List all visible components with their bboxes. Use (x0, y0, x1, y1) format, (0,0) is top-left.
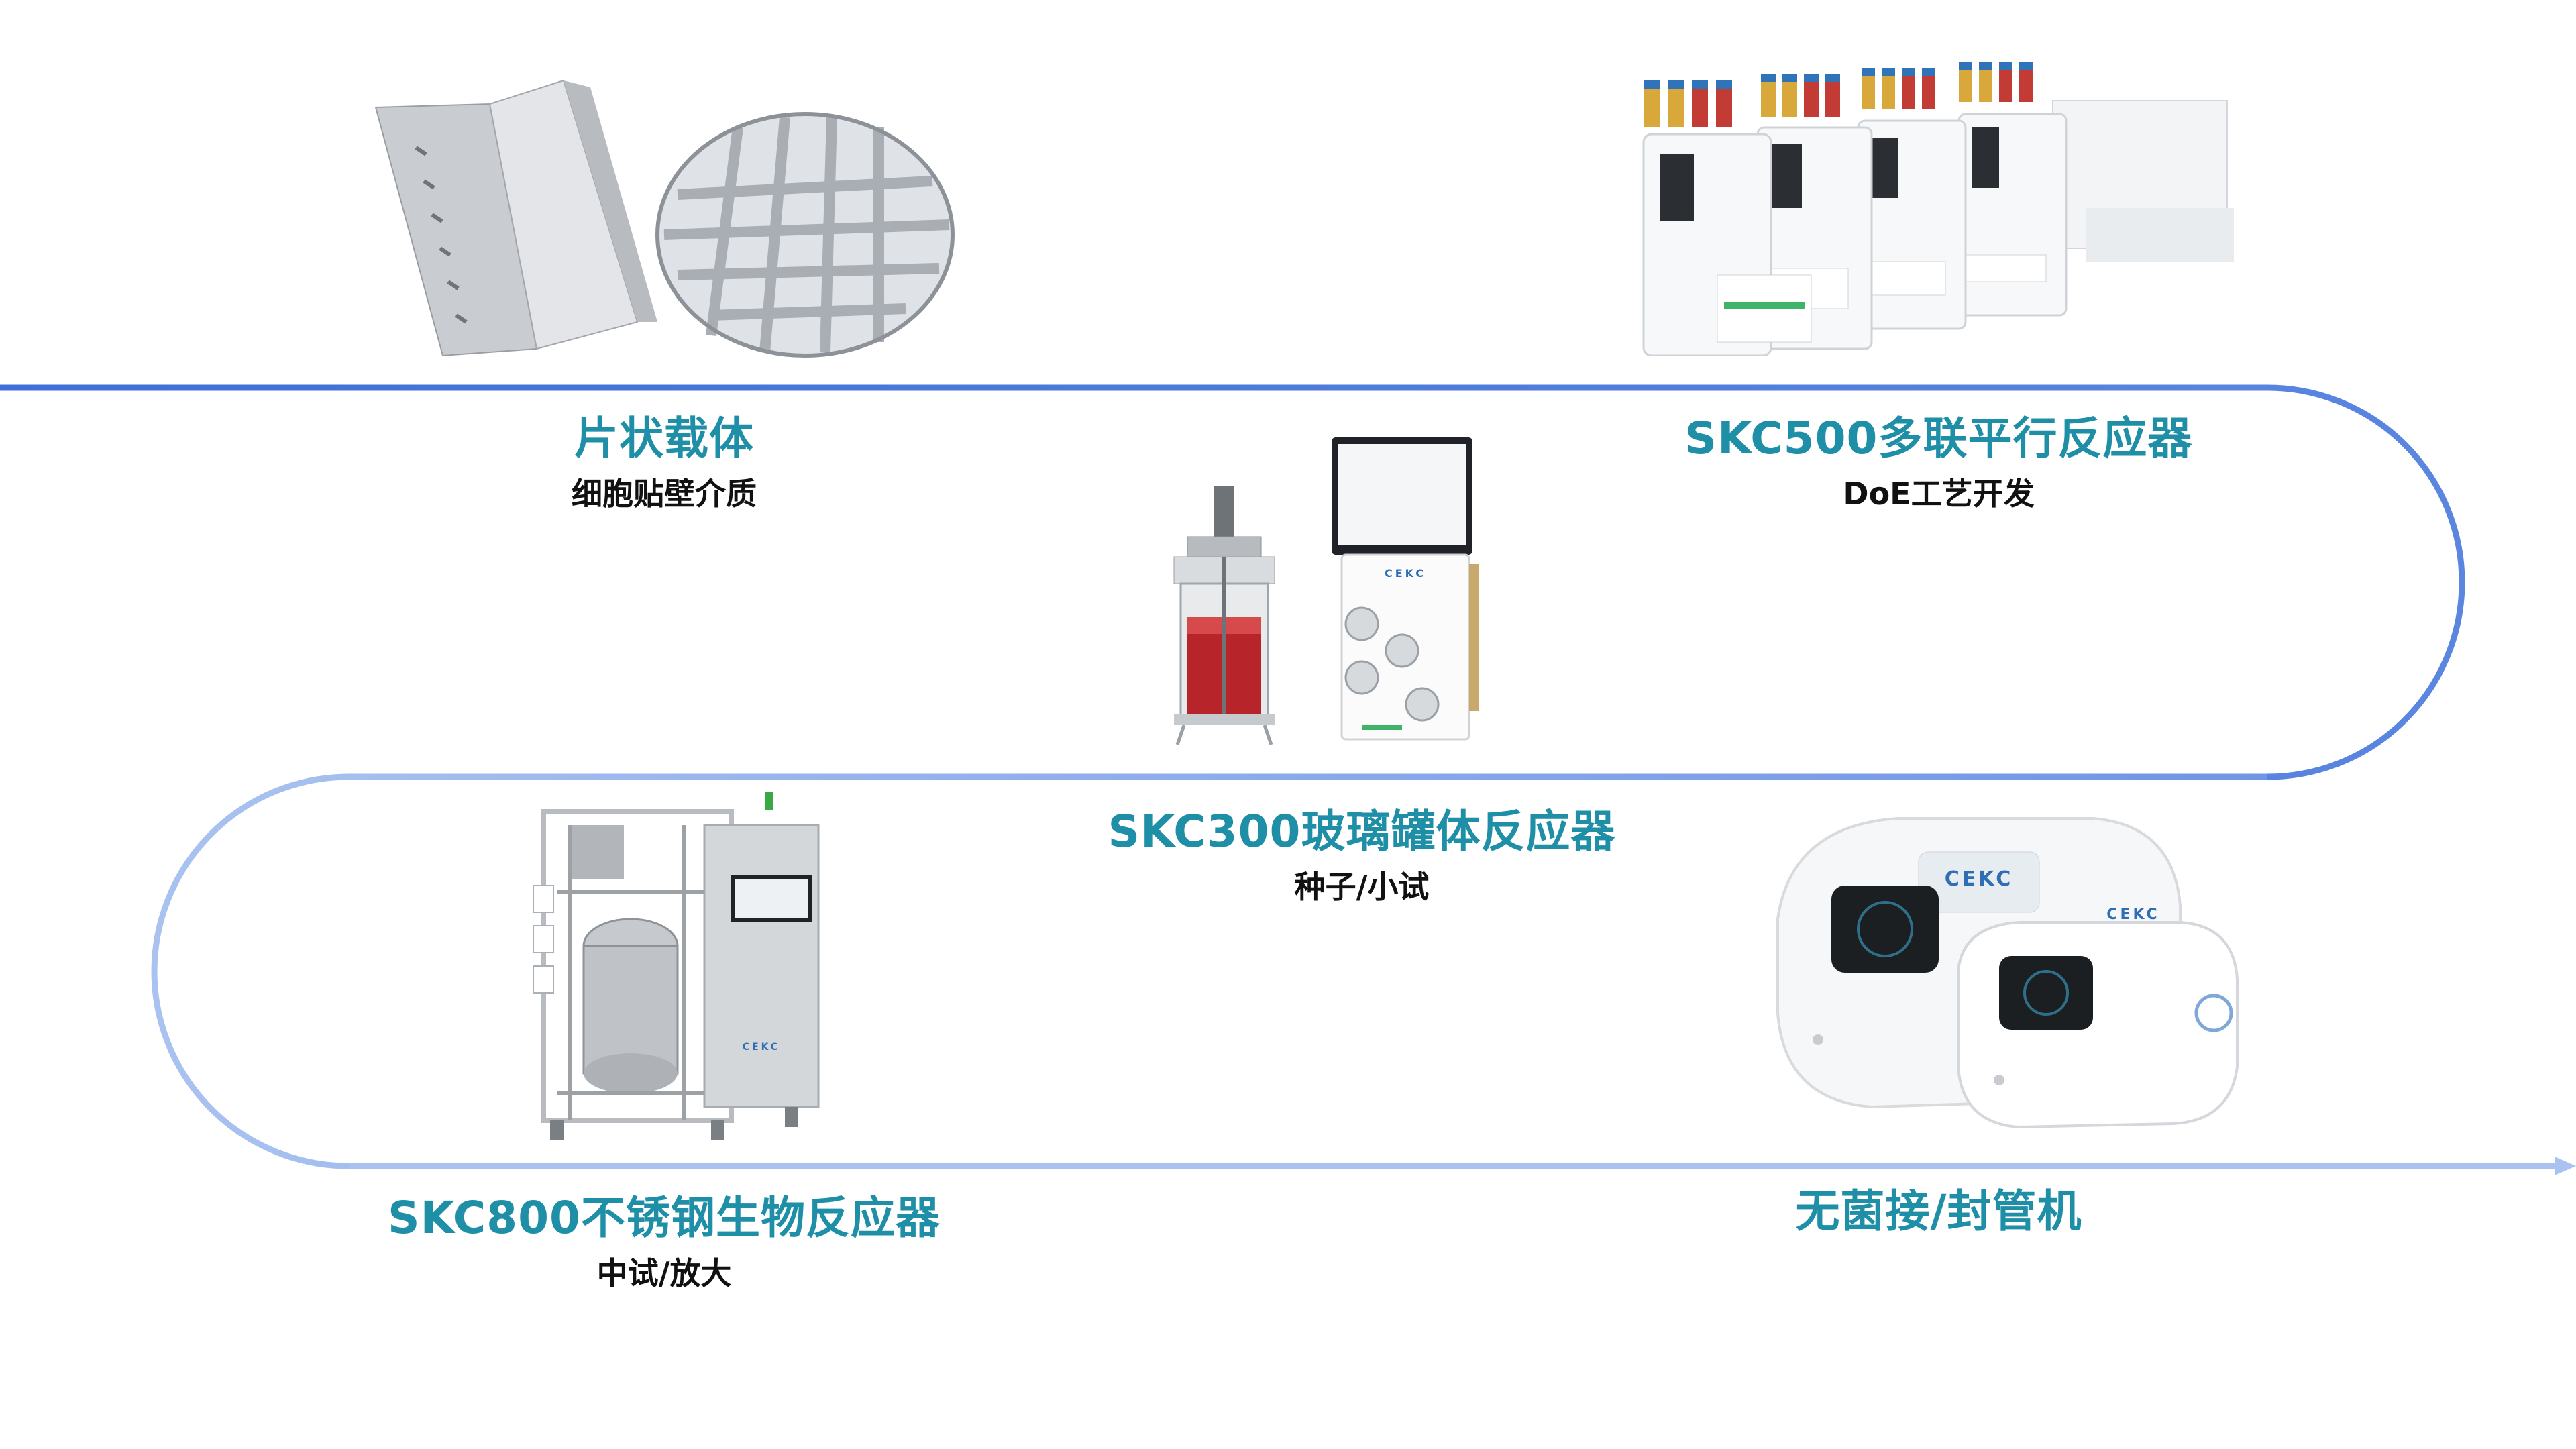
stage-title: SKC500多联平行反应器 (1684, 413, 2193, 464)
flow-line-top (0, 384, 2465, 780)
stage-label-parallel-reactor: SKC500多联平行反应器 DoE工艺开发 (1610, 402, 2267, 514)
svg-text:CEKC: CEKC (743, 1042, 780, 1053)
stage-label-glass-bioreactor: SKC300玻璃罐体反应器 种子/小试 (1046, 796, 1677, 907)
flow-arrow-head (2555, 1157, 2576, 1175)
steel-bioreactor-image: CEKC (530, 785, 852, 1147)
flow-line-middle (151, 773, 2267, 1169)
stage-title: 无菌接/封管机 (1795, 1185, 2082, 1237)
reactor-unit-1 (1642, 87, 1812, 356)
tube-welder-image: CEKC CEKC (1737, 798, 2247, 1134)
stage-title: SKC300玻璃罐体反应器 (1108, 806, 1616, 857)
glass-bioreactor-image: CEKC (1161, 429, 1483, 751)
stage-title: SKC800不锈钢生物反应器 (388, 1192, 941, 1244)
svg-text:CEKC: CEKC (1385, 567, 1426, 580)
stage-label-steel-bioreactor: SKC800不锈钢生物反应器 中试/放大 (335, 1182, 993, 1293)
svg-text:CEKC: CEKC (1945, 867, 2013, 891)
reactor-unit-4 (1957, 68, 2068, 317)
stage-subtitle: DoE工艺开发 (1843, 476, 2035, 512)
stage-subtitle: 种子/小试 (1294, 869, 1430, 905)
svg-text:CEKC: CEKC (2106, 906, 2159, 923)
stage-title: 片状载体 (574, 413, 754, 464)
parallel-reactor-image (1623, 60, 2254, 356)
stage-label-sheet-carrier: 片状载体 细胞贴壁介质 (463, 402, 865, 514)
stage-subtitle: 中试/放大 (596, 1255, 732, 1291)
reactor-unit-3 (1857, 75, 1967, 330)
stage-label-tube-welder: 无菌接/封管机 (1704, 1175, 2174, 1242)
sheet-carrier-image (362, 67, 966, 376)
stage-subtitle: 细胞贴壁介质 (572, 476, 757, 512)
